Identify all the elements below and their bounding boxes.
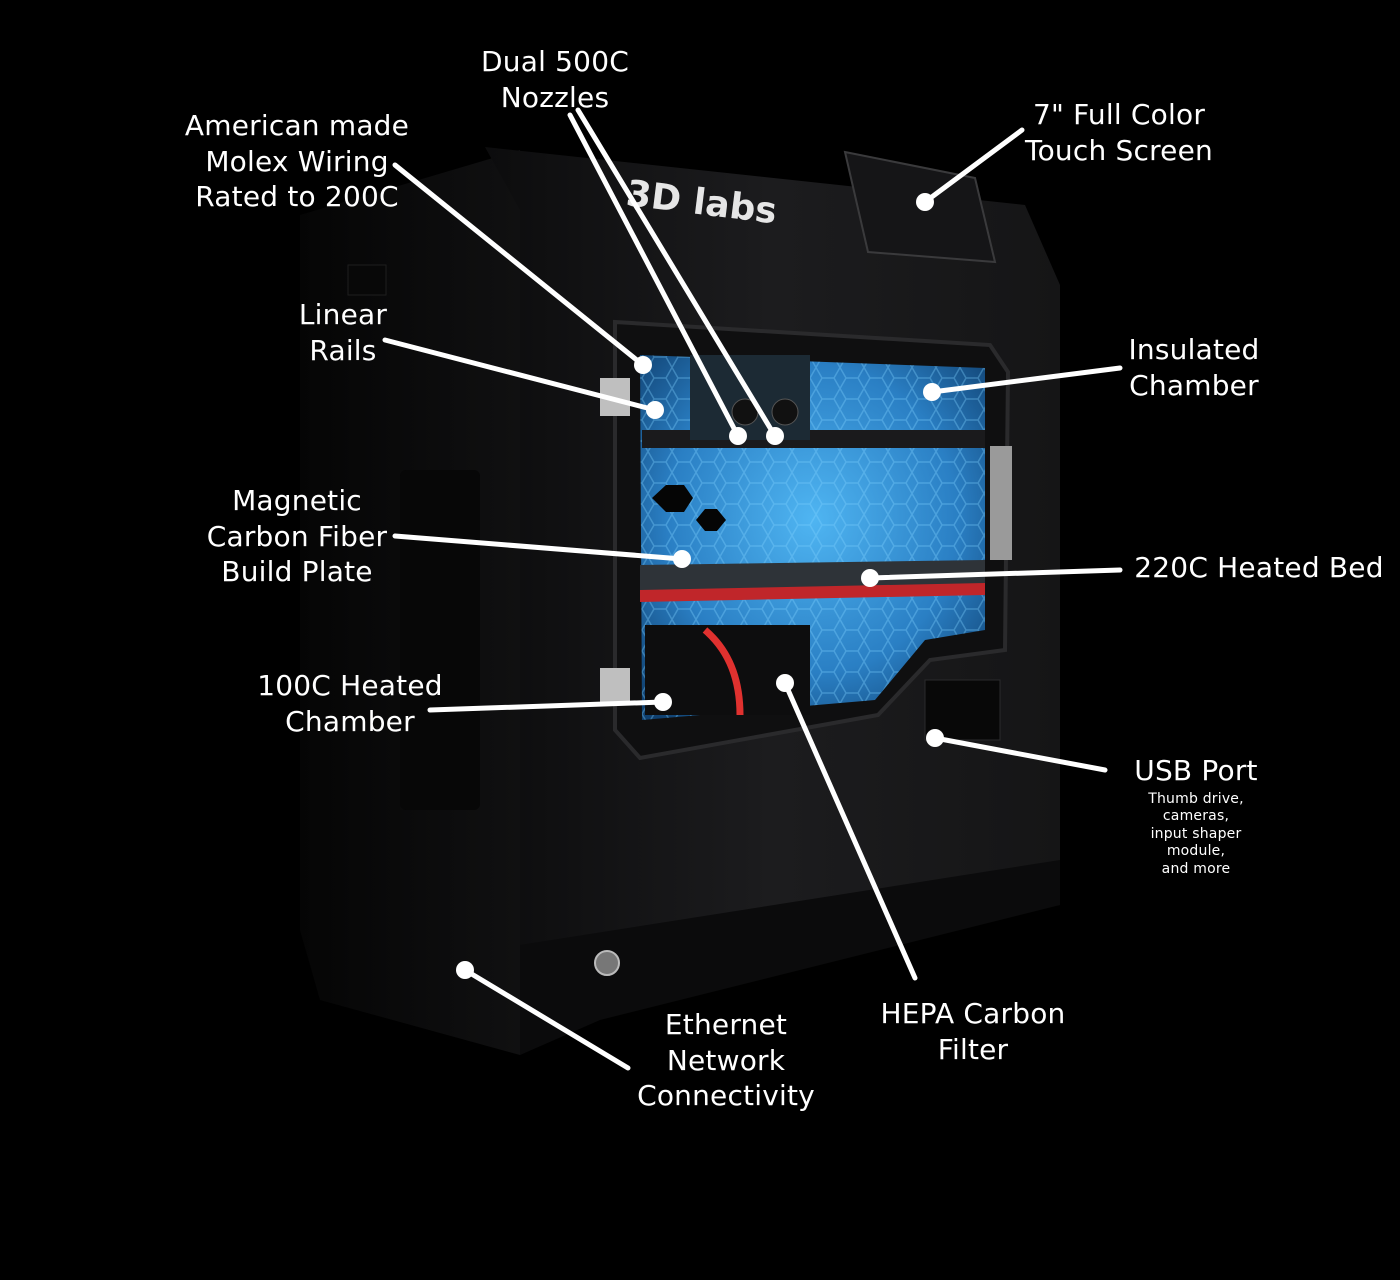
dot-heated-bed xyxy=(861,569,879,587)
dot-heated-chamber xyxy=(654,693,672,711)
side-port xyxy=(347,264,387,296)
dot-ethernet xyxy=(456,961,474,979)
label-heated-chamber: 100C Heated Chamber xyxy=(257,669,443,738)
dot-nozzle-right xyxy=(766,427,784,445)
front-button xyxy=(594,950,620,976)
dot-usb xyxy=(926,729,944,747)
bed-edge xyxy=(640,583,985,602)
label-hepa-filter: HEPA Carbon Filter xyxy=(880,997,1066,1066)
label-insulated-chamber: Insulated Chamber xyxy=(1128,333,1260,402)
callout-dots xyxy=(456,193,944,979)
printer-base xyxy=(520,860,1060,1055)
label-linear-rails: Linear Rails xyxy=(298,298,388,367)
dot-hepa xyxy=(776,674,794,692)
build-plate xyxy=(640,560,985,592)
label-build-plate: Magnetic Carbon Fiber Build Plate xyxy=(206,484,388,588)
label-touch-screen: 7" Full Color Touch Screen xyxy=(1025,98,1213,167)
label-heated-bed: 220C Heated Bed xyxy=(1134,551,1384,584)
dot-insulated xyxy=(923,383,941,401)
side-vent xyxy=(400,470,480,810)
filter-box xyxy=(645,625,810,715)
dot-molex xyxy=(634,356,652,374)
callout-lines xyxy=(382,107,1123,1071)
label-molex-wiring: American made Molex Wiring Rated to 200C xyxy=(184,109,410,213)
label-usb-port: USB Port Thumb drive, cameras, input sha… xyxy=(1134,754,1258,877)
dot-screen xyxy=(916,193,934,211)
label-dual-nozzles: Dual 500C Nozzles xyxy=(481,45,629,114)
dot-rails xyxy=(646,401,664,419)
dot-nozzle-left xyxy=(729,427,747,445)
dot-build-plate xyxy=(673,550,691,568)
label-ethernet: Ethernet Network Connectivity xyxy=(637,1008,815,1112)
